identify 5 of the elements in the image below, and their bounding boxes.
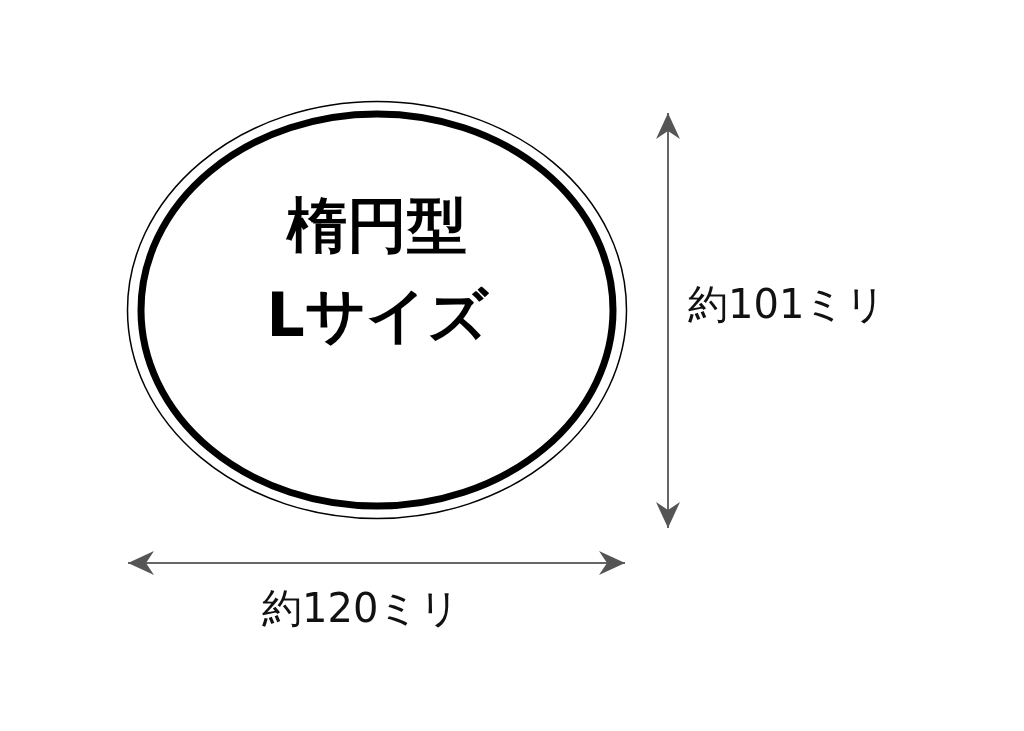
dimension-label: 約120ミリ: [262, 586, 461, 630]
badge-title: Lサイズ: [265, 285, 490, 345]
oval-badge: [126, 100, 628, 520]
dimension-label: 約101ミリ: [688, 282, 887, 326]
badge-title: 楕円型: [285, 195, 468, 255]
